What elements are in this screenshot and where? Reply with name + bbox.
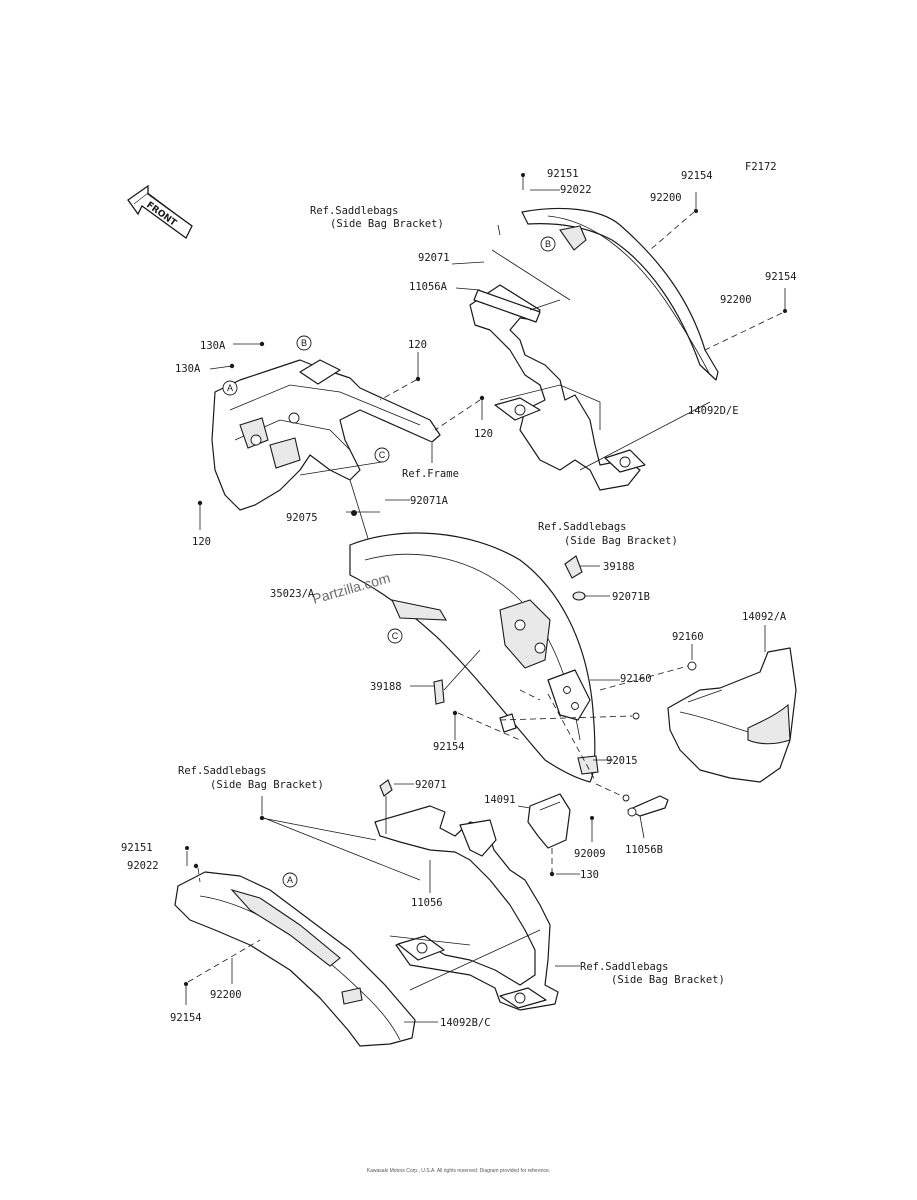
label-92022-low: 92022 [127, 860, 159, 872]
label-92151-low: 92151 [121, 842, 153, 854]
label-130A-1: 130A [200, 340, 226, 352]
ref-circle-A-frame-label: A [227, 383, 233, 393]
front-arrow-icon: FRONT [127, 184, 193, 239]
fender-trim-14092D-E: B [521, 207, 719, 381]
label-14092D-E: 14092D/E [688, 405, 739, 417]
diagram-code: F2172 [745, 161, 777, 173]
ref-frame-label: Ref.Frame [402, 468, 459, 480]
bottom-leaders [184, 779, 580, 1023]
label-92154-bot: 92154 [170, 1012, 202, 1024]
ref-saddlebags-low-line2: (Side Bag Bracket) [210, 779, 324, 791]
label-92075: 92075 [286, 512, 318, 524]
label-11056A: 11056A [409, 281, 448, 293]
label-92154-low: 92154 [433, 741, 465, 753]
fender-trim-14092-A [667, 625, 797, 783]
label-120-b: 120 [474, 428, 493, 440]
top-right-leaders [451, 173, 787, 471]
ref-saddlebags-low-line1: Ref.Saddlebags [178, 765, 267, 777]
bracket-11056B [590, 783, 669, 842]
ref-circle-A-bottom [282, 872, 298, 888]
label-92200-low: 92200 [210, 989, 242, 1001]
ref-circle-C-frame-label: C [379, 450, 386, 460]
label-92071-low: 92071 [415, 779, 447, 791]
ref-circle-C-fender [387, 628, 403, 644]
ref-circle-A-frame [222, 380, 238, 396]
ref-saddlebags-bot-line2: (Side Bag Bracket) [611, 974, 725, 986]
label-92071A: 92071A [410, 495, 449, 507]
label-92154-top: 92154 [681, 170, 713, 182]
ref-circle-B-top-label: B [545, 239, 551, 249]
label-120-a: 120 [408, 339, 427, 351]
label-92071-top: 92071 [418, 252, 450, 264]
label-11056B: 11056B [625, 844, 663, 856]
label-120-c: 120 [192, 536, 211, 548]
ref-saddlebags-top-line2: (Side Bag Bracket) [330, 218, 444, 230]
label-14092B-C: 14092B/C [440, 1017, 491, 1029]
label-39188-a: 39188 [603, 561, 635, 573]
ref-circle-A-bottom-label: A [287, 875, 293, 885]
label-130A-2: 130A [175, 363, 201, 375]
ref-circle-B-top [540, 236, 556, 252]
label-92151-top: 92151 [547, 168, 579, 180]
label-92015: 92015 [606, 755, 638, 767]
ref-saddlebags-mid-line1: Ref.Saddlebags [538, 521, 627, 533]
fender-leaders [410, 555, 697, 783]
ref-saddlebags-mid-line2: (Side Bag Bracket) [564, 535, 678, 547]
label-11056: 11056 [411, 897, 443, 909]
frame-leaders [197, 341, 485, 546]
ref-circle-C-fender-label: C [392, 631, 399, 641]
label-92160-a: 92160 [672, 631, 704, 643]
side-bag-bracket-bottom [374, 805, 559, 1011]
fender-trim-14092B-C: A [174, 871, 416, 1047]
label-92009: 92009 [574, 848, 606, 860]
label-92154-mid: 92154 [765, 271, 797, 283]
label-92071B: 92071B [612, 591, 650, 603]
label-92200-top: 92200 [650, 192, 682, 204]
rear-frame-assembly: A B C [211, 335, 441, 511]
footer-copyright: Kawasaki Motors Corp., U.S.A. All rights… [366, 1168, 551, 1174]
label-92200-mid: 92200 [720, 294, 752, 306]
ref-saddlebags-top-line1: Ref.Saddlebags [310, 205, 399, 217]
ref-circle-B-frame [296, 335, 312, 351]
label-14092-A: 14092/A [742, 611, 787, 623]
label-35023A: 35023/A [270, 588, 315, 600]
label-130: 130 [580, 869, 599, 881]
bracket-14091 [517, 793, 580, 877]
label-92022-top: 92022 [560, 184, 592, 196]
ref-saddlebags-bot-line1: Ref.Saddlebags [580, 961, 669, 973]
label-39188-b: 39188 [370, 681, 402, 693]
label-14091: 14091 [484, 794, 516, 806]
ref-circle-B-frame-label: B [301, 338, 307, 348]
label-92160-b: 92160 [620, 673, 652, 685]
side-bag-bracket-right [469, 284, 646, 491]
